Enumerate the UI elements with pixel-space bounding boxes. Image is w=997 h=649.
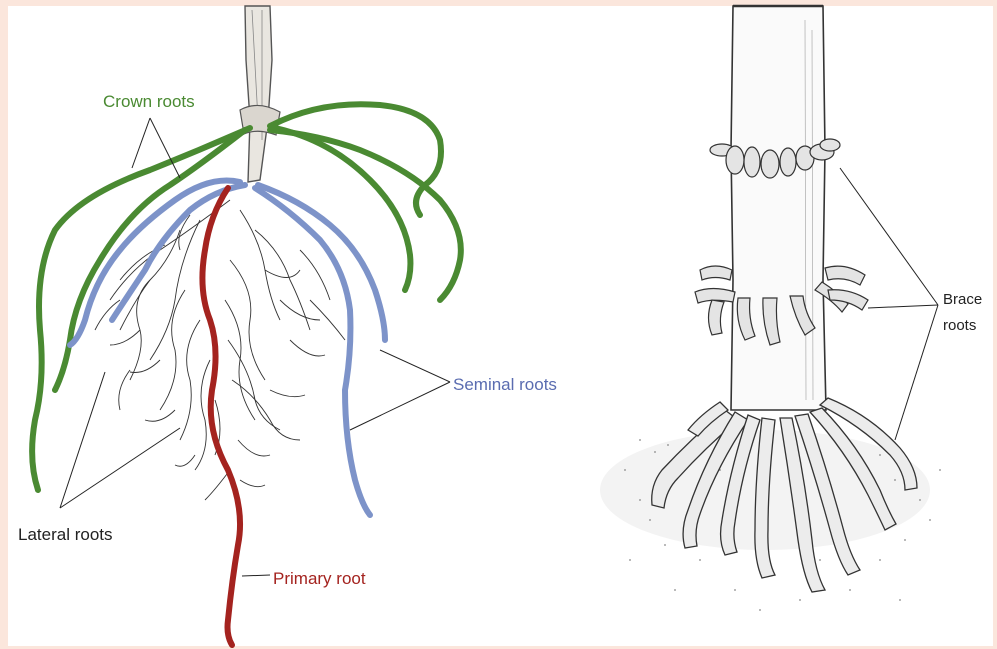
brace-roots-label-line2: roots [943, 317, 976, 334]
primary-root [202, 188, 240, 645]
stalk [731, 6, 826, 410]
stem [240, 6, 280, 182]
right-panel: Brace roots [600, 6, 982, 611]
lateral-roots-label: Lateral roots [18, 525, 113, 544]
crown-roots [32, 104, 461, 490]
seminal-roots-label: Seminal roots [453, 375, 557, 394]
left-panel: Crown roots Seminal roots Lateral roots … [18, 6, 557, 645]
crown-roots-label: Crown roots [103, 92, 195, 111]
primary-root-label: Primary root [273, 569, 366, 588]
brace-roots-label-line1: Brace [943, 291, 982, 308]
